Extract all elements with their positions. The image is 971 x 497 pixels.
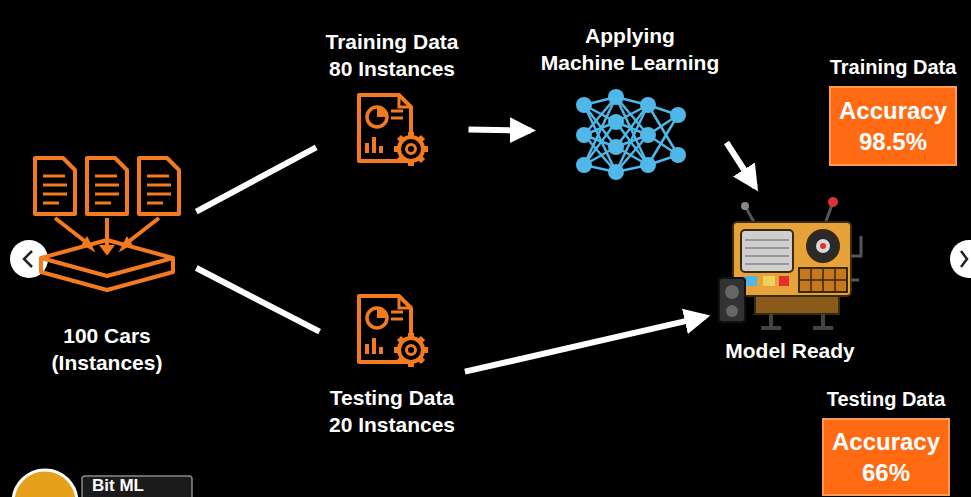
accuracy-box: Testing DataAccuracy66% (818, 382, 954, 497)
data-icon (347, 292, 437, 372)
node-text: Machine Learning (541, 49, 720, 76)
documents-icon (27, 154, 187, 294)
node-title: Applying (541, 22, 720, 49)
accuracy-box: Training DataAccuracy98.5% (825, 50, 961, 170)
flow-arrow (469, 130, 531, 131)
robot-illustration (715, 196, 865, 331)
node-title: Training Data (325, 28, 458, 55)
node-text: 66% (830, 457, 942, 488)
neural-network-icon (570, 85, 690, 185)
node-text: Accuracy (830, 426, 942, 457)
nav-button (950, 240, 971, 278)
node-title: Training Data (829, 54, 957, 80)
node-text: (Instances) (27, 349, 187, 376)
node-text: 80 Instances (325, 55, 458, 82)
logo-plate (82, 476, 192, 497)
node-text: 98.5% (837, 126, 949, 157)
flow-arrow (465, 317, 705, 372)
watermark-label: Bit ML (92, 477, 144, 496)
node-text: 20 Instances (329, 411, 455, 438)
nav-chevron (961, 251, 967, 267)
training-data-node: Training Data80 Instances (321, 24, 462, 175)
logo-badge (13, 470, 77, 497)
split-line (196, 147, 316, 211)
accuracy-panel: Accuracy66% (822, 418, 950, 496)
ml-node: ApplyingMachine Learning (537, 18, 724, 189)
split-line (196, 268, 319, 332)
accuracy-panel: Accuracy98.5% (829, 86, 957, 166)
node-title: 100 Cars (27, 322, 187, 349)
dataset-node: 100 Cars(Instances) (23, 150, 191, 381)
model-node: Model Ready (711, 192, 869, 368)
node-title: Testing Data (329, 384, 455, 411)
testing-data-node: Testing Data20 Instances (325, 288, 459, 443)
flow-arrow (727, 143, 756, 188)
node-title: Testing Data (822, 386, 950, 412)
node-title: Model Ready (715, 337, 865, 364)
data-icon (347, 91, 437, 171)
node-text: Accuracy (837, 95, 949, 126)
nav-chevron (24, 251, 32, 267)
